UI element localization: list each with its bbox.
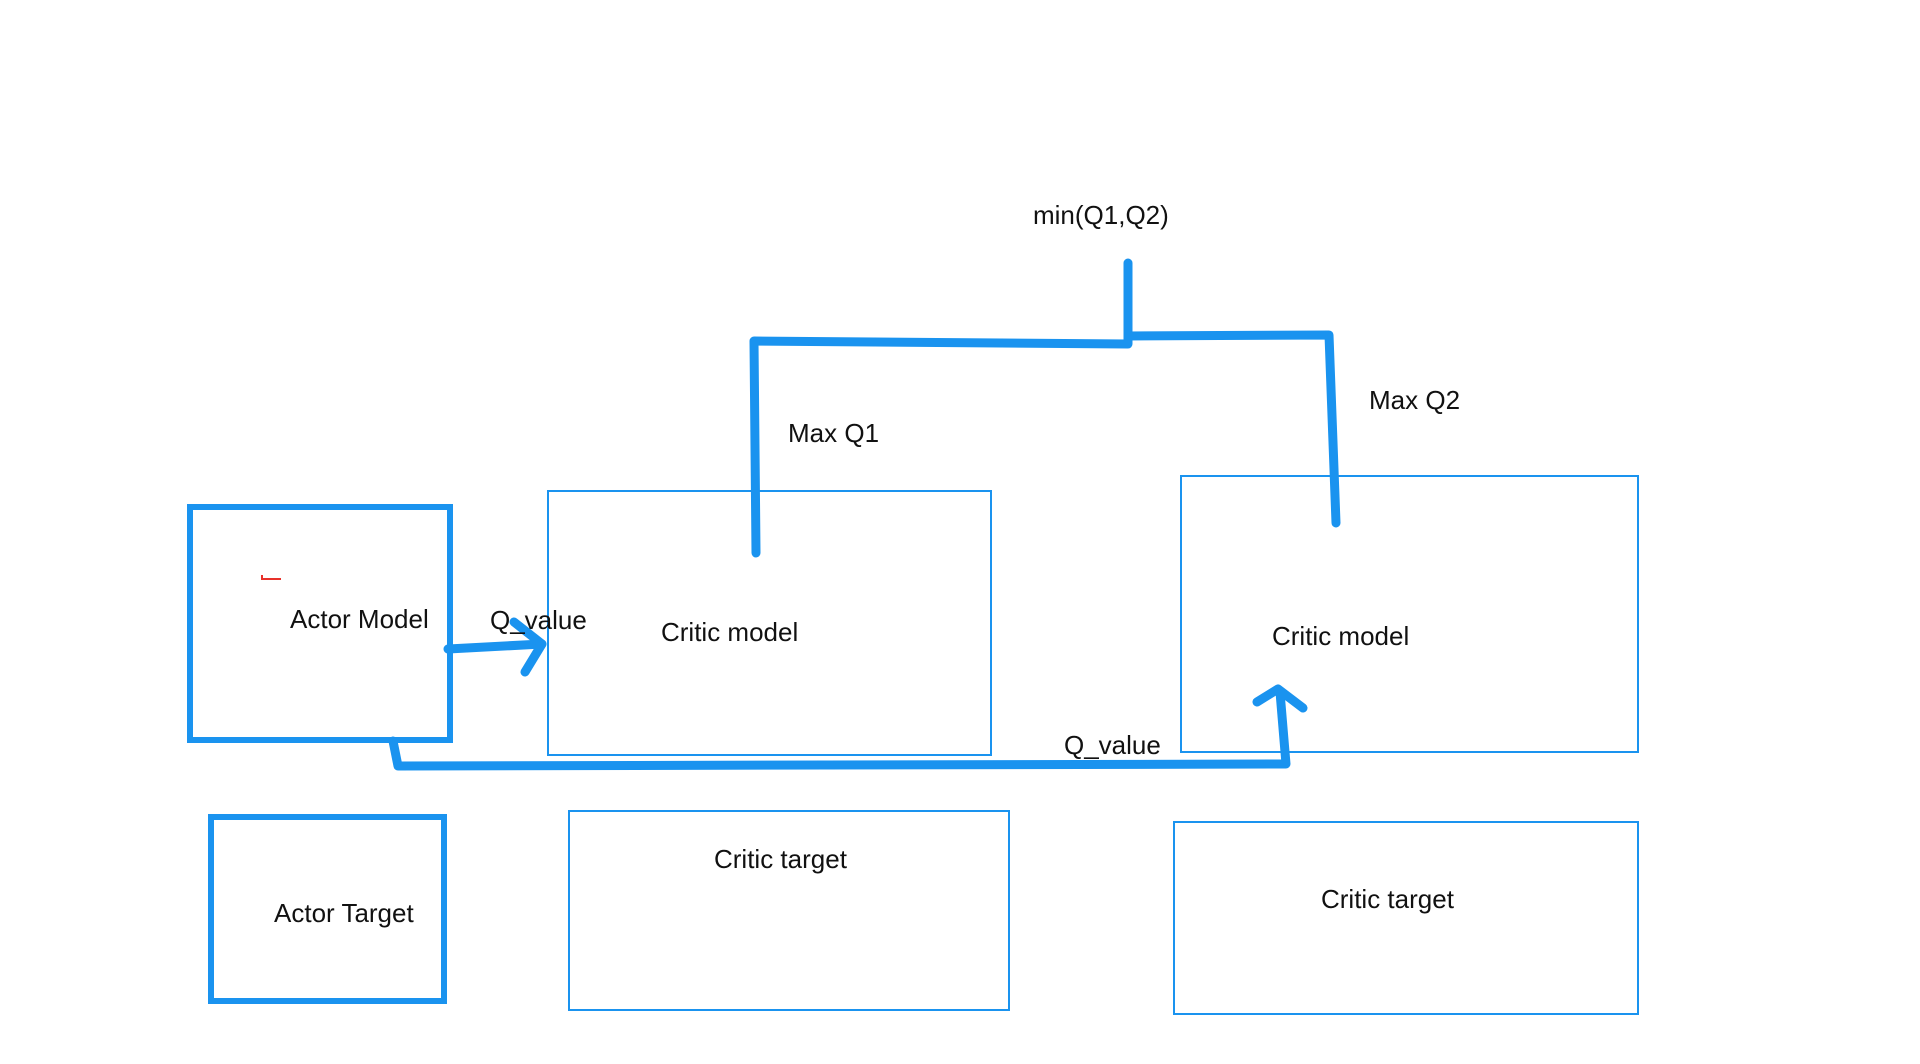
max-q2-label: Max Q2 (1369, 385, 1461, 415)
actor-target-box (208, 814, 447, 1004)
q-value-arrow-1-shaft (443, 639, 547, 654)
max-q1-label: Max Q1 (788, 418, 880, 448)
critic-model-1-box (547, 490, 992, 756)
actor-model-box (187, 504, 453, 743)
critic-target-1-label: Critic target (714, 844, 847, 874)
q-value-1-label: Q_value (490, 605, 587, 635)
q-value-arrow-2-line (388, 687, 1291, 771)
q-value-2-label: Q_value (1064, 730, 1161, 760)
red-mark (261, 575, 281, 580)
actor-target-label: Actor Target (274, 898, 414, 928)
min-q-label: min(Q1,Q2) (1033, 200, 1169, 230)
actor-model-label: Actor Model (290, 604, 429, 634)
critic-model-2-box (1180, 475, 1639, 753)
critic-target-2-box (1173, 821, 1639, 1015)
critic-model-1-label: Critic model (661, 617, 799, 647)
max-q2-bracket-line (1123, 330, 1341, 528)
q-value-arrow-2-head (1252, 684, 1308, 713)
critic-target-2-label: Critic target (1321, 884, 1454, 914)
critic-target-1-box (568, 810, 1010, 1011)
q-value-arrow-1-head (509, 617, 547, 677)
critic-model-2-label: Critic model (1272, 621, 1410, 651)
min-bracket-line (749, 258, 1133, 558)
